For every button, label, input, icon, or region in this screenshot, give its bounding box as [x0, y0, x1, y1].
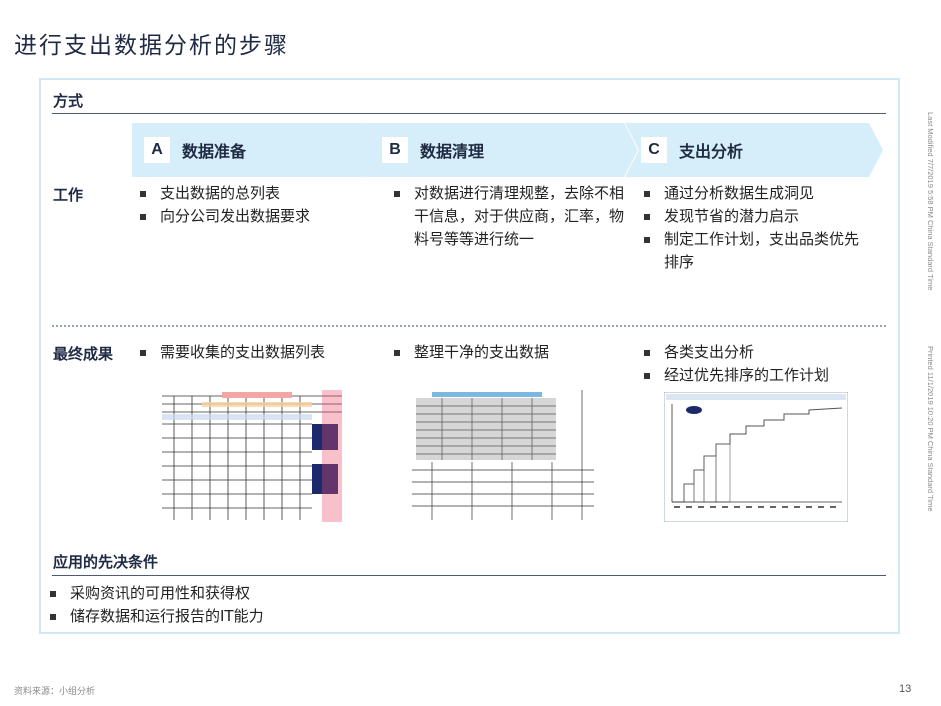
page-title: 进行支出数据分析的步骤	[14, 26, 289, 60]
step-c-chevron: C 支出分析	[625, 123, 883, 177]
method-rule	[52, 113, 886, 114]
list-item: 发现节省的潜力启示	[642, 205, 872, 228]
step-b-chevron: B 数据清理	[366, 123, 638, 177]
list-item: 制定工作计划，支出品类优先排序	[642, 228, 872, 274]
step-c-label: 支出分析	[679, 138, 743, 162]
list-item: 向分公司发出数据要求	[138, 205, 368, 228]
list-item: 各类支出分析	[642, 341, 882, 364]
list-item: 支出数据的总列表	[138, 182, 368, 205]
spend-analysis-thumbnail	[664, 392, 848, 522]
prereq-heading: 应用的先决条件	[53, 551, 158, 572]
list-item: 对数据进行清理规整，去除不相干信息，对于供应商，汇率，物料号等等进行统一	[392, 182, 624, 251]
list-item: 采购资讯的可用性和获得权	[48, 582, 448, 605]
method-heading: 方式	[53, 90, 83, 111]
step-b-label: 数据清理	[420, 138, 484, 162]
page-number: 13	[899, 683, 911, 695]
last-modified-note: Last Modified 7/7/2019 5:58 PM China Sta…	[926, 112, 935, 290]
step-c-letter: C	[641, 137, 667, 163]
result-col-a: 需要收集的支出数据列表	[138, 341, 378, 364]
list-item: 需要收集的支出数据列表	[138, 341, 378, 364]
list-item: 储存数据和运行报告的IT能力	[48, 605, 448, 628]
data-list-thumbnail	[162, 390, 342, 522]
result-label: 最终成果	[53, 343, 113, 364]
list-item: 经过优先排序的工作计划	[642, 364, 882, 387]
step-a-label: 数据准备	[182, 138, 246, 162]
work-col-b: 对数据进行清理规整，去除不相干信息，对于供应商，汇率，物料号等等进行统一	[392, 182, 624, 251]
prereq-list: 采购资讯的可用性和获得权 储存数据和运行报告的IT能力	[48, 582, 448, 628]
work-col-a: 支出数据的总列表 向分公司发出数据要求	[138, 182, 368, 228]
step-b-letter: B	[382, 137, 408, 163]
step-a-chevron: A 数据准备	[132, 123, 380, 177]
footer-source: 资料来源：小组分析	[14, 684, 95, 697]
printed-note: Printed 11/1/2019 10:20 PM China Standar…	[926, 346, 935, 511]
work-divider	[52, 325, 886, 327]
work-col-c: 通过分析数据生成洞见 发现节省的潜力启示 制定工作计划，支出品类优先排序	[642, 182, 872, 274]
result-col-b: 整理干净的支出数据	[392, 341, 624, 364]
cleaned-data-thumbnail	[412, 390, 594, 522]
result-col-c: 各类支出分析 经过优先排序的工作计划	[642, 341, 882, 387]
work-label: 工作	[53, 184, 83, 205]
list-item: 整理干净的支出数据	[392, 341, 624, 364]
list-item: 通过分析数据生成洞见	[642, 182, 872, 205]
step-a-letter: A	[144, 137, 170, 163]
prereq-rule	[52, 575, 886, 576]
